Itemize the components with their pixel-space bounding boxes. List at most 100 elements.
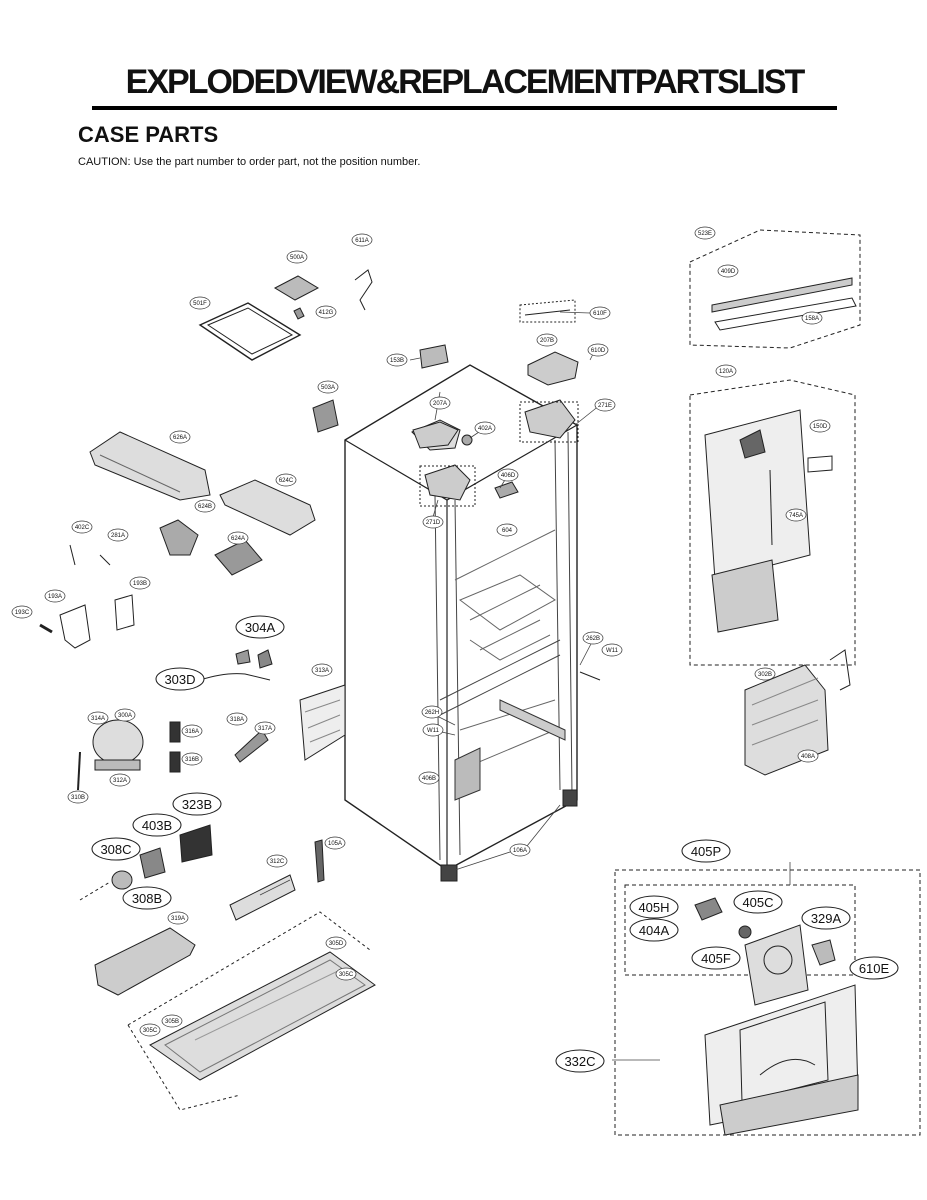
svg-text:308B: 308B [132,891,162,906]
callout-271D: 271D [422,515,444,529]
callout-281A: 281A [107,528,129,542]
callout-329A: 329A [801,906,851,930]
callout-610F: 610F [589,306,611,320]
callout-153B: 153B [386,353,408,367]
svg-text:305D: 305D [329,941,344,947]
callout-323B: 323B [172,792,222,816]
svg-text:316B: 316B [185,757,199,763]
svg-text:412G: 412G [319,310,334,316]
callout-305C-upper: 305C [335,967,357,981]
callout-305C-lower: 305C [139,1023,161,1037]
svg-text:207B: 207B [540,338,554,344]
svg-text:406D: 406D [501,473,516,479]
svg-text:158A: 158A [805,316,819,322]
svg-text:500A: 500A [290,255,304,261]
callout-316A: 316A [181,724,203,738]
svg-text:312A: 312A [113,778,127,784]
callout-610D: 610D [587,343,609,357]
callout-314A: 314A [87,711,109,725]
svg-text:406B: 406B [422,776,436,782]
callout-316B: 316B [181,752,203,766]
svg-text:302B: 302B [758,672,772,678]
svg-text:405H: 405H [638,900,669,915]
svg-text:281A: 281A [111,533,125,539]
callout-405F: 405F [691,946,741,970]
callout-207B: 207B [536,333,558,347]
svg-text:305B: 305B [165,1019,179,1025]
svg-text:624B: 624B [198,504,212,510]
svg-text:106A: 106A [513,848,527,854]
callout-332C: 332C [555,1049,605,1073]
svg-text:310B: 310B [71,795,85,801]
svg-text:610E: 610E [859,961,890,976]
callout-406B: 406B [418,771,440,785]
callout-304A: 304A [235,615,285,639]
callout-624A: 624A [227,531,249,545]
callout-523E: 523E [694,226,716,240]
svg-text:317A: 317A [258,726,272,732]
svg-text:305C: 305C [339,972,354,978]
svg-text:305C: 305C [143,1028,158,1034]
svg-text:604: 604 [502,528,513,534]
callout-405P: 405P [681,839,731,863]
callout-310B: 310B [67,790,89,804]
callout-262B: 262B [582,631,604,645]
svg-text:610F: 610F [593,311,607,317]
svg-text:329A: 329A [811,911,842,926]
callout-158A: 158A [801,311,823,325]
svg-text:193B: 193B [133,581,147,587]
callout-402C: 402C [71,520,93,534]
callout-300A: 300A [114,708,136,722]
svg-text:503A: 503A [321,385,335,391]
leader-lines [259,311,791,1061]
callout-271E: 271E [594,398,616,412]
callout-412G: 412G [315,305,337,319]
ice-maker-parts [39,431,316,649]
svg-text:319A: 319A [171,916,185,922]
callout-408A: 408A [797,749,819,763]
svg-text:120A: 120A [719,369,733,375]
callout-308B: 308B [122,886,172,910]
callout-262H: 262H [421,705,443,719]
svg-text:262H: 262H [425,710,439,716]
callout-312C: 312C [266,854,288,868]
callout-624C: 624C [275,473,297,487]
compressor-parts [77,719,376,1111]
svg-text:624C: 624C [279,478,294,484]
right-panel-parts [689,229,861,776]
svg-text:745A: 745A [789,513,803,519]
top-left-parts [198,269,579,449]
svg-text:313A: 313A [315,668,329,674]
callout-604: 604 [496,523,518,537]
svg-text:193A: 193A [48,594,62,600]
svg-text:409D: 409D [721,269,736,275]
svg-text:308C: 308C [100,842,131,857]
caution-note: CAUTION: Use the part number to order pa… [78,156,421,168]
svg-text:405F: 405F [701,951,731,966]
svg-text:403B: 403B [142,818,172,833]
svg-text:318A: 318A [230,717,244,723]
callout-404A: 404A [629,918,679,942]
callout-303D: 303D [155,667,205,691]
callout-312A: 312A [109,773,131,787]
callout-745A: 745A [785,508,807,522]
callout-150D: 150D [809,419,831,433]
callout-193A: 193A [44,589,66,603]
callout-624B: 624B [194,499,216,513]
svg-text:312C: 312C [270,859,285,865]
svg-text:150D: 150D [813,424,828,430]
callout-403B: 403B [132,813,182,837]
callout-302B: 302B [754,667,776,681]
callout-120A: 120A [715,364,737,378]
svg-text:304A: 304A [245,620,276,635]
svg-text:610D: 610D [591,348,606,354]
svg-text:271E: 271E [598,403,612,409]
fan-cover-assembly [614,869,921,1136]
callout-W11-upper: W11 [601,643,623,657]
callout-105A: 105A [324,836,346,850]
svg-text:402A: 402A [478,426,492,432]
svg-text:323B: 323B [182,797,212,812]
svg-text:611A: 611A [355,238,369,244]
svg-text:262B: 262B [586,636,600,642]
